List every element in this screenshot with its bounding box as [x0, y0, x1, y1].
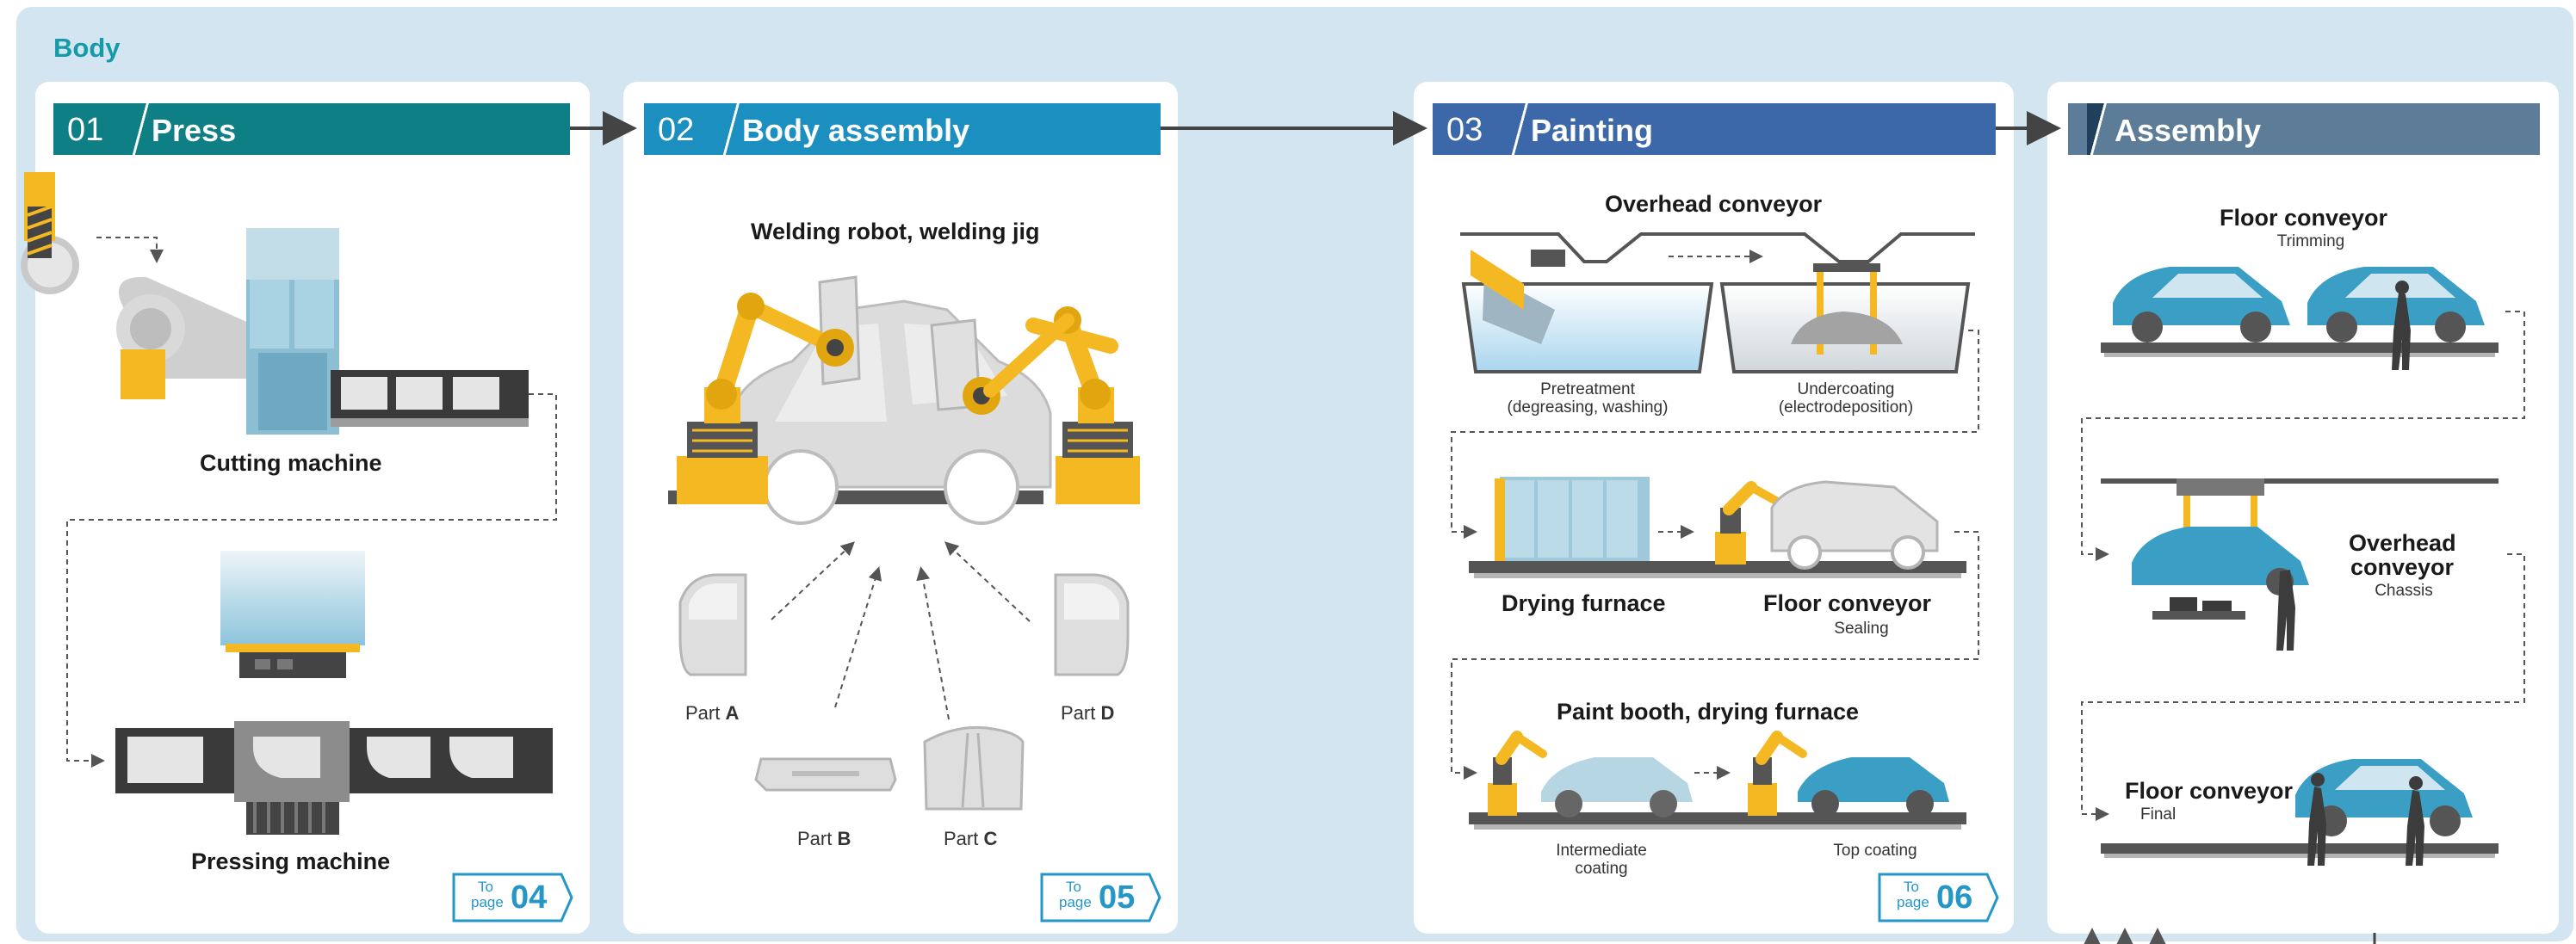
stage-name: Assembly	[2115, 113, 2262, 148]
header-divider	[720, 103, 744, 155]
welding-robot-left-illustration	[677, 293, 854, 504]
floor-conveyor-label: Floor conveyor	[1763, 590, 1932, 616]
pressing-machine-illustration	[115, 551, 553, 835]
part-d-door-icon	[1054, 573, 1130, 676]
welding-robot-right-illustration	[963, 306, 1140, 504]
stage-number: 03	[1446, 112, 1483, 148]
stage-header-press: 01 Press	[53, 103, 570, 155]
part-a-label: Part A	[685, 702, 740, 724]
pretreatment-text: Pretreatment	[1540, 380, 1635, 398]
undercoating-text: Undercoating	[1797, 380, 1895, 398]
stage-number: 01	[67, 112, 104, 148]
to-page-number: 05	[1099, 879, 1136, 916]
body-assembly-panel	[623, 82, 1178, 934]
part-b-bumper-icon	[754, 757, 897, 792]
intermediate-subtext: coating	[1575, 860, 1628, 878]
undercoating-subtext: (electrodeposition)	[1778, 398, 1914, 416]
to-page-badge-shapes	[452, 873, 1999, 922]
conveyor-label: conveyor	[2350, 554, 2455, 580]
cutting-machine-label: Cutting machine	[200, 450, 382, 476]
stage-header-assembly: Assembly	[2068, 103, 2540, 155]
floor-conveyor-trimming-illustration	[2101, 267, 2499, 370]
stage-name: Body assembly	[742, 113, 970, 148]
sealing-robot-illustration	[1715, 480, 1939, 570]
overhead-conveyor-label: Overhead conveyor	[1605, 191, 1823, 217]
part-d-label: Part D	[1061, 702, 1115, 724]
part-c-hood-icon	[923, 725, 1025, 811]
pretreatment-subtext: (degreasing, washing)	[1507, 398, 1669, 416]
top-coating-label: Top coating	[1833, 842, 1917, 860]
pretreatment-tank-illustration	[1461, 250, 1714, 373]
welding-title: Welding robot, welding jig	[751, 219, 1040, 244]
part-b-label: Part B	[797, 828, 851, 849]
cutting-machine-illustration	[116, 228, 529, 435]
stage-number: 02	[658, 112, 695, 148]
undercoating-label: Undercoating (electrodeposition)	[1751, 380, 1941, 416]
drying-furnace-illustration	[1469, 477, 1966, 578]
part-a-door-icon	[678, 573, 747, 676]
floor-conveyor-final-illustration	[2101, 759, 2499, 866]
final-label: Final	[2140, 805, 2177, 824]
to-page-number: 04	[511, 879, 548, 916]
paint-booth-illustration	[1469, 731, 1966, 830]
pressing-machine-label: Pressing machine	[191, 848, 391, 874]
to-page-number: 06	[1936, 879, 1973, 916]
floor-conveyor-final-label: Floor conveyor	[2125, 778, 2294, 804]
chassis-label: Chassis	[2375, 582, 2433, 600]
incoming-parts-arrows	[2082, 928, 2376, 944]
stage-name: Painting	[1531, 113, 1653, 148]
section-title: Body	[53, 33, 121, 63]
steel-coil-icon	[21, 172, 79, 294]
intermediate-coating-label: Intermediate coating	[1515, 842, 1687, 878]
floor-conveyor-trimming-label: Floor conveyor	[2220, 205, 2388, 231]
overhead-conveyor-chassis-illustration	[2101, 478, 2499, 651]
header-divider	[2087, 103, 2111, 155]
stage-header-body-assembly: 02 Body assembly	[644, 103, 1161, 155]
part-c-label: Part C	[944, 828, 998, 849]
header-divider	[1508, 103, 1533, 155]
stage-name: Press	[152, 113, 237, 148]
top-coating-illustration	[1748, 731, 1949, 818]
overhead-conveyor-track	[1460, 232, 1975, 263]
undercoating-tank-illustration	[1719, 263, 1971, 373]
stage-header-painting: 03 Painting	[1433, 103, 1996, 155]
header-divider	[129, 103, 153, 155]
sealing-label: Sealing	[1834, 620, 1889, 638]
drying-furnace-label: Drying furnace	[1502, 590, 1666, 616]
trimming-label: Trimming	[2276, 232, 2345, 250]
overhead-label: Overhead	[2349, 530, 2456, 556]
intermediate-text: Intermediate	[1556, 842, 1647, 860]
paint-booth-label: Paint booth, drying furnace	[1557, 699, 1860, 725]
pretreatment-label: Pretreatment (degreasing, washing)	[1493, 380, 1682, 416]
part-flow-arrows	[771, 541, 1031, 720]
